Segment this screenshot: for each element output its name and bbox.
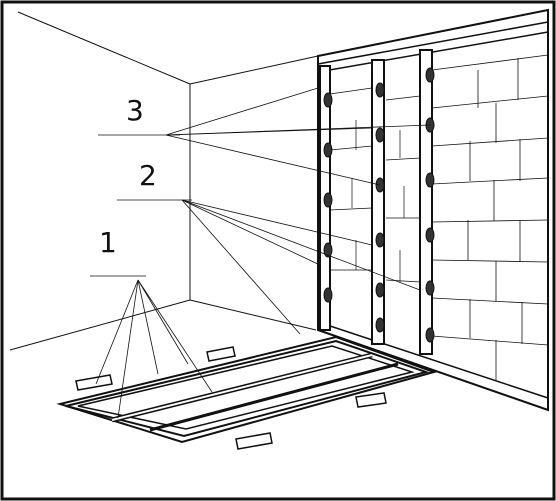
brick-courses (431, 54, 549, 380)
room-walls (9, 11, 319, 351)
callout-1: 1 (99, 226, 117, 259)
callout-3: 3 (126, 94, 144, 127)
floor-frame (56, 335, 438, 450)
callout-2: 2 (139, 159, 157, 192)
leader-lines (90, 87, 431, 419)
fasteners (323, 67, 435, 343)
